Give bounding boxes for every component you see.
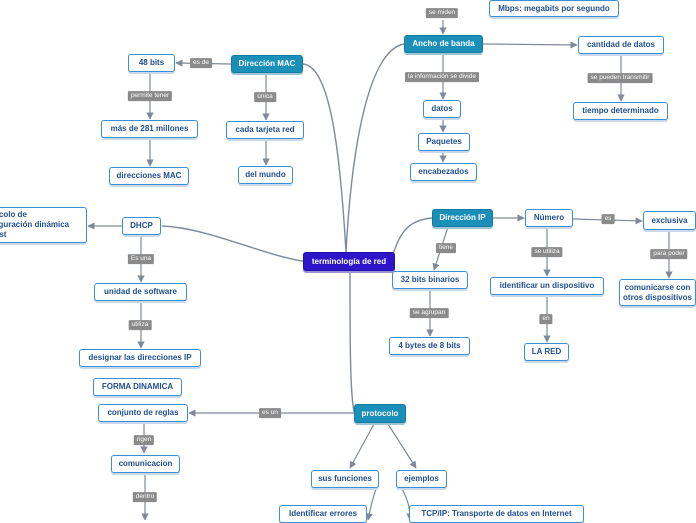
node-identificar-dispositivo[interactable]: identificar un dispositivo [490, 277, 604, 295]
node-comunicacion[interactable]: comunicacion [111, 455, 180, 473]
node-exclusiva[interactable]: exclusiva [643, 211, 696, 230]
branch-to-direccion-ip [391, 217, 433, 259]
label-se-agrupan: se agrupan [409, 308, 449, 318]
label-es-una: Es una [127, 254, 155, 264]
node-paquetes[interactable]: Paquetes [418, 133, 470, 151]
node-designar-direcciones-ip[interactable]: designar las direcciones IP [79, 349, 201, 367]
node-la-red[interactable]: LA RED [524, 343, 569, 361]
label-es-de: es de [190, 58, 212, 68]
node-direccion-mac[interactable]: Dirección MAC [231, 55, 303, 73]
label-para-poder: para poder [650, 249, 688, 259]
node-protocolo-dhcp[interactable]: Protocolo de Configuración dinámica de h… [0, 207, 87, 243]
node-comunicarse[interactable]: comunicarse con otros dispositivos [619, 279, 696, 306]
node-datos[interactable]: datos [423, 100, 461, 118]
node-protocolo[interactable]: protocolo [354, 404, 406, 423]
branch-to-ancho-de-banda [345, 43, 405, 253]
label-en: en [539, 314, 553, 324]
branch-to-dhcp [161, 225, 309, 263]
node-encabezados[interactable]: encabezados [410, 163, 477, 181]
label-utiliza: utiliza [128, 320, 152, 330]
node-direccion-ip[interactable]: Dirección IP [432, 209, 493, 227]
node-tcp-ip[interactable]: TCP/IP: Transporte de datos en Internet [409, 505, 584, 523]
node-unidad-de-software[interactable]: unidad de software [94, 283, 187, 301]
node-sus-funciones[interactable]: sus funciones [311, 470, 379, 488]
node-numero[interactable]: Número [525, 209, 573, 227]
node-forma-dinamica[interactable]: FORMA DINAMICA [93, 378, 182, 396]
node-cantidad-de-datos[interactable]: cantidad de datos [578, 36, 664, 54]
node-cada-tarjeta-red[interactable]: cada tarjeta red [226, 121, 304, 139]
node-del-mundo[interactable]: del mundo [238, 166, 293, 184]
node-32-bits-binarios[interactable]: 32 bits binarios [392, 271, 468, 289]
branch-to-direccion-mac [302, 63, 347, 253]
node-dhcp[interactable]: DHCP [122, 217, 161, 235]
node-ancho-de-banda[interactable]: Ancho de banda [404, 35, 483, 53]
label-dentro: dentro [132, 492, 158, 502]
node-48-bits[interactable]: 48 bits [128, 54, 175, 72]
label-es: es [601, 214, 615, 224]
label-unica: única [254, 92, 276, 102]
arrow-sus-funciones-down [365, 488, 377, 520]
arrow-to-ejemplos [387, 423, 417, 469]
label-la-informacion-se-divide: la información se divide [405, 72, 479, 82]
node-mas-de-281-millones[interactable]: más de 281 millones [101, 120, 198, 138]
label-se-utiliza: se utiliza [531, 247, 563, 257]
node-direcciones-mac[interactable]: direcciones MAC [109, 167, 189, 185]
arrow-to-cantidad [482, 41, 578, 49]
label-permite-tener: permite tener [127, 91, 173, 101]
node-tiempo-determinado[interactable]: tiempo determinado [573, 102, 668, 120]
label-rigen: rigen [133, 435, 155, 445]
node-mbps[interactable]: Mbps: megabits por segundo [489, 0, 619, 17]
node-protocolo-dhcp-text: Protocolo de Configuración dinámica de h… [0, 210, 70, 239]
node-identificar-errores[interactable]: Identificar errores [279, 505, 367, 523]
node-conjunto-de-reglas[interactable]: conjunto de reglas [98, 404, 188, 422]
root-node[interactable]: terminología de red [303, 252, 395, 271]
node-4-bytes-de-8-bits[interactable]: 4 bytes de 8 bits [389, 337, 470, 355]
label-se-miden: se miden [425, 8, 459, 18]
label-se-pueden-transmitir: se pueden transmitir [587, 73, 653, 83]
label-es-un: es un [259, 408, 281, 418]
label-tiene: tiene [435, 243, 457, 253]
node-ejemplos[interactable]: ejemplos [396, 470, 447, 488]
branch-to-protocolo [349, 269, 355, 413]
arrow-to-sus-funciones [349, 423, 375, 469]
